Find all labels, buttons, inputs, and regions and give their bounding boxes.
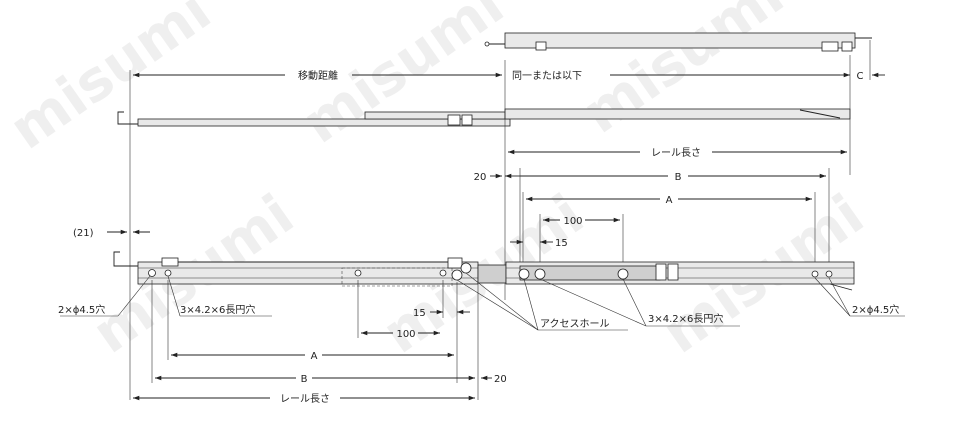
hundred-bottom-label: 100 (396, 329, 415, 340)
hidden-outline (341, 267, 453, 287)
slot-hole (164, 269, 172, 277)
access-hole (518, 268, 530, 280)
leader-line (465, 272, 539, 331)
same-or-less-label: 同一または以下 (512, 70, 582, 82)
access-hole-label: アクセスホール (540, 318, 610, 330)
rail-stopper (461, 114, 473, 126)
slot-left-label: 3×4.2×6長円穴 (180, 303, 255, 316)
mount-hole (148, 269, 156, 277)
mount-hole (825, 270, 833, 278)
mount-hole (811, 270, 819, 278)
paren21-label: (21) (73, 228, 94, 239)
a-top-label: A (666, 195, 673, 206)
leader-line (814, 277, 851, 317)
slot-hole (439, 269, 447, 277)
access-hole (451, 269, 463, 281)
b-top-label: B (675, 172, 682, 183)
rail-length-bottom-label: レール長さ (280, 393, 330, 405)
handle-hook (117, 111, 138, 125)
slot-hole (617, 268, 629, 280)
hole-left-label: 2×ϕ4.5穴 (58, 303, 105, 316)
outer-rail-top (504, 32, 856, 49)
rail-taper (799, 109, 841, 119)
hundred-top-label: 100 (563, 216, 582, 227)
slot-right-label: 3×4.2×6長円穴 (648, 312, 723, 325)
access-hole (460, 262, 472, 274)
rail-stopper (841, 41, 853, 52)
outer-rail (504, 108, 851, 120)
top-dimensions: 移動距離 同一または以下 C レール長さ 20 B A 100 15 (129, 40, 885, 400)
hole-right-label: 2×ϕ4.5穴 (852, 303, 899, 316)
lever-tip (484, 41, 490, 47)
rail-stopper (667, 263, 679, 281)
c-label: C (857, 71, 864, 82)
rail-joint (477, 264, 507, 284)
rail-stopper (161, 257, 179, 267)
leader-line (828, 277, 851, 317)
watermark-text: misumi (0, 0, 223, 162)
rail-stopper (447, 257, 463, 269)
bottom-slide-view (113, 251, 855, 291)
leader-line (167, 275, 181, 317)
watermark-text: misumi (571, 0, 795, 147)
slot-hole (354, 269, 362, 277)
travel-label: 移動距離 (298, 69, 338, 82)
b-bottom-label: B (301, 374, 308, 385)
bottom-dimensions: (21) 2×ϕ4.5穴 3×4.2×6長円穴 15 100 A B 20 レー… (58, 228, 905, 405)
fifteen-top-label: 15 (555, 238, 568, 249)
inner-rail (137, 118, 511, 127)
rail-stopper (535, 41, 547, 51)
inner-rail-side (137, 261, 479, 285)
rail-taper (829, 283, 853, 291)
leader-line (456, 279, 539, 331)
twenty-top-label: 20 (474, 172, 487, 183)
rail-stopper (655, 263, 667, 281)
intermediate-rail (364, 111, 506, 120)
leader-line (523, 278, 539, 331)
twenty-bottom-label: 20 (494, 374, 507, 385)
slot-hole (534, 268, 546, 280)
rail-length-top-label: レール長さ (651, 147, 701, 159)
leader-line (117, 275, 151, 317)
leader-line (622, 278, 647, 327)
handle-hook (113, 251, 138, 267)
top-slide-view (117, 32, 872, 127)
rail-stopper (447, 114, 461, 126)
a-bottom-label: A (311, 351, 318, 362)
rail-stopper (821, 41, 839, 52)
fifteen-bottom-label: 15 (413, 308, 426, 319)
leader-line (539, 278, 647, 327)
